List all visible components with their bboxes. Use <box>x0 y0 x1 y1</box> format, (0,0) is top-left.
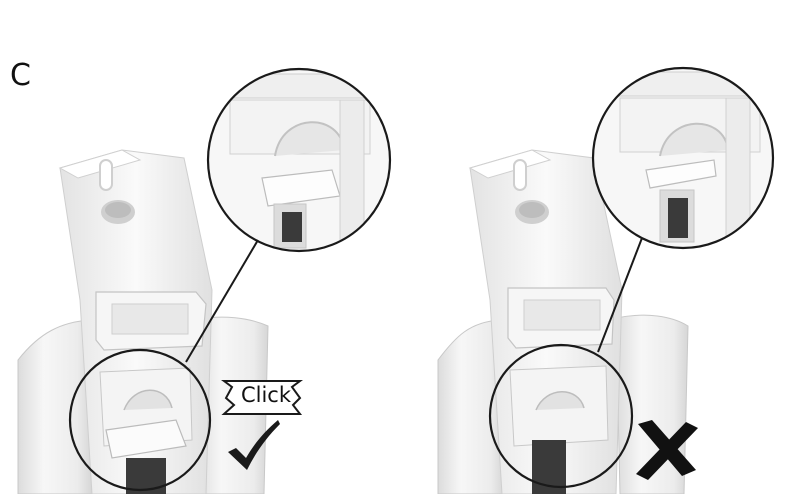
left-magnified-view <box>200 60 400 260</box>
right-magnified-view <box>590 60 787 260</box>
click-callout-text: Click <box>236 383 296 407</box>
step-label: C <box>10 58 31 93</box>
